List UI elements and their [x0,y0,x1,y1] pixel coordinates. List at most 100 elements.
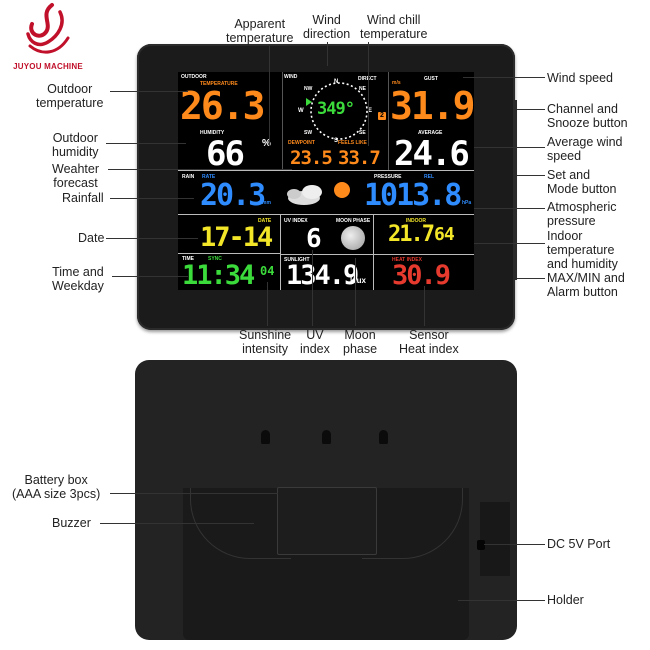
date-value: 17-14 [200,222,273,253]
direct-title: DIRECT [358,76,377,82]
wind-direction-value: 349° [317,99,355,119]
temperature-title: TEMPERATURE [200,81,238,87]
label-date: Date [78,231,105,245]
leader-line [110,493,278,494]
humidity-unit: % [262,138,271,149]
wind-title: WIND [284,74,298,80]
leader-line [463,77,545,78]
leader-line [110,91,188,92]
compass-e: E [368,108,373,114]
wall-mount-hole [322,430,331,444]
pressure-unit: hPa [462,200,472,206]
channel-indicator: 2 [378,112,386,120]
compass-sw: SW [304,130,313,136]
dc-port[interactable] [477,540,485,550]
divider [280,254,474,255]
divider [178,214,474,215]
label-battery-box: Battery box(AAA size 3pcs) [12,473,101,501]
uv-index-title: UV INDEX [284,218,308,224]
divider [388,72,389,170]
moon-phase-icon [341,226,365,250]
indoor-temperature-value: 21.7 [388,222,435,247]
leader-line [110,198,194,199]
compass-w: W [298,108,304,114]
outdoor-humidity-value: 66 [206,134,245,174]
side-buttons[interactable] [513,100,517,280]
rain-unit: mm [262,200,271,206]
leader-line [517,278,545,279]
divider [178,253,280,254]
juyou-logo-icon [26,3,70,54]
rain-title: RAIN [182,174,195,180]
divider [178,170,474,171]
rainfall-value: 20.3 [200,178,266,213]
label-holder: Holder [547,593,584,607]
sunlight-title: SUNLIGHT [284,257,310,263]
time-title: TIME [182,256,194,262]
humidity-title: HUMIDITY [200,130,225,136]
leader-line [108,169,292,170]
sync-title: SYNC [208,256,222,262]
dc-port-housing [480,502,510,576]
label-rainfall: Rainfall [62,191,104,205]
wind-speed-value: 31.9 [390,84,474,128]
indoor-humidity-value: 64 [434,224,455,245]
leader-line [517,175,545,176]
label-dc-port: DC 5V Port [547,537,611,551]
rate-title: RATE [202,174,216,180]
leader-line [267,282,268,326]
leader-line [458,600,545,601]
leader-line [106,143,186,144]
label-wind-speed: Wind speed [547,71,614,85]
indoor-title: INDOOR [406,218,426,224]
leader-line [484,544,545,545]
dewpoint-title: DEWPOINT [288,140,315,146]
label-buzzer: Buzzer [52,516,91,530]
leader-line [474,147,545,148]
compass-se: SE [359,130,366,136]
gust-title: GUST [424,76,438,82]
dewpoint-value: 23.5 [290,147,333,169]
compass-ne: NE [359,86,366,92]
leader-line [517,109,545,110]
leader-line [100,523,254,524]
average-title: AVERAGE [418,130,443,136]
leader-line [424,286,425,326]
sun-cloud-icon [287,182,350,205]
compass-n: N [334,79,339,85]
divider [282,72,283,170]
leader-line [269,46,270,146]
wind-compass [306,82,368,140]
compass-nw: NW [304,86,313,92]
leader-line [368,42,369,146]
feels-like-title: FEELS LIKE [338,140,367,146]
leader-line [474,243,545,244]
pressure-value: 1013.8 [364,178,462,213]
sunlight-unit: klux [350,276,367,285]
lcd-screen: OUTDOOR TEMPERATURE 26.3 °C HUMIDITY 66 … [178,72,474,290]
outdoor-title: OUTDOOR [181,74,207,80]
uv-index-value: 6 [306,224,322,254]
leader-line [312,250,313,326]
wall-mount-hole [261,430,270,444]
brand-name: JUYOU MACHINE [13,62,83,71]
battery-box[interactable] [277,487,377,555]
weekday-value: 04 [260,264,275,278]
leader-line [355,258,356,326]
time-value: 11:34 [182,260,255,290]
temp-unit: °C [250,90,259,99]
feels-like-value: 33.7 [338,147,381,169]
